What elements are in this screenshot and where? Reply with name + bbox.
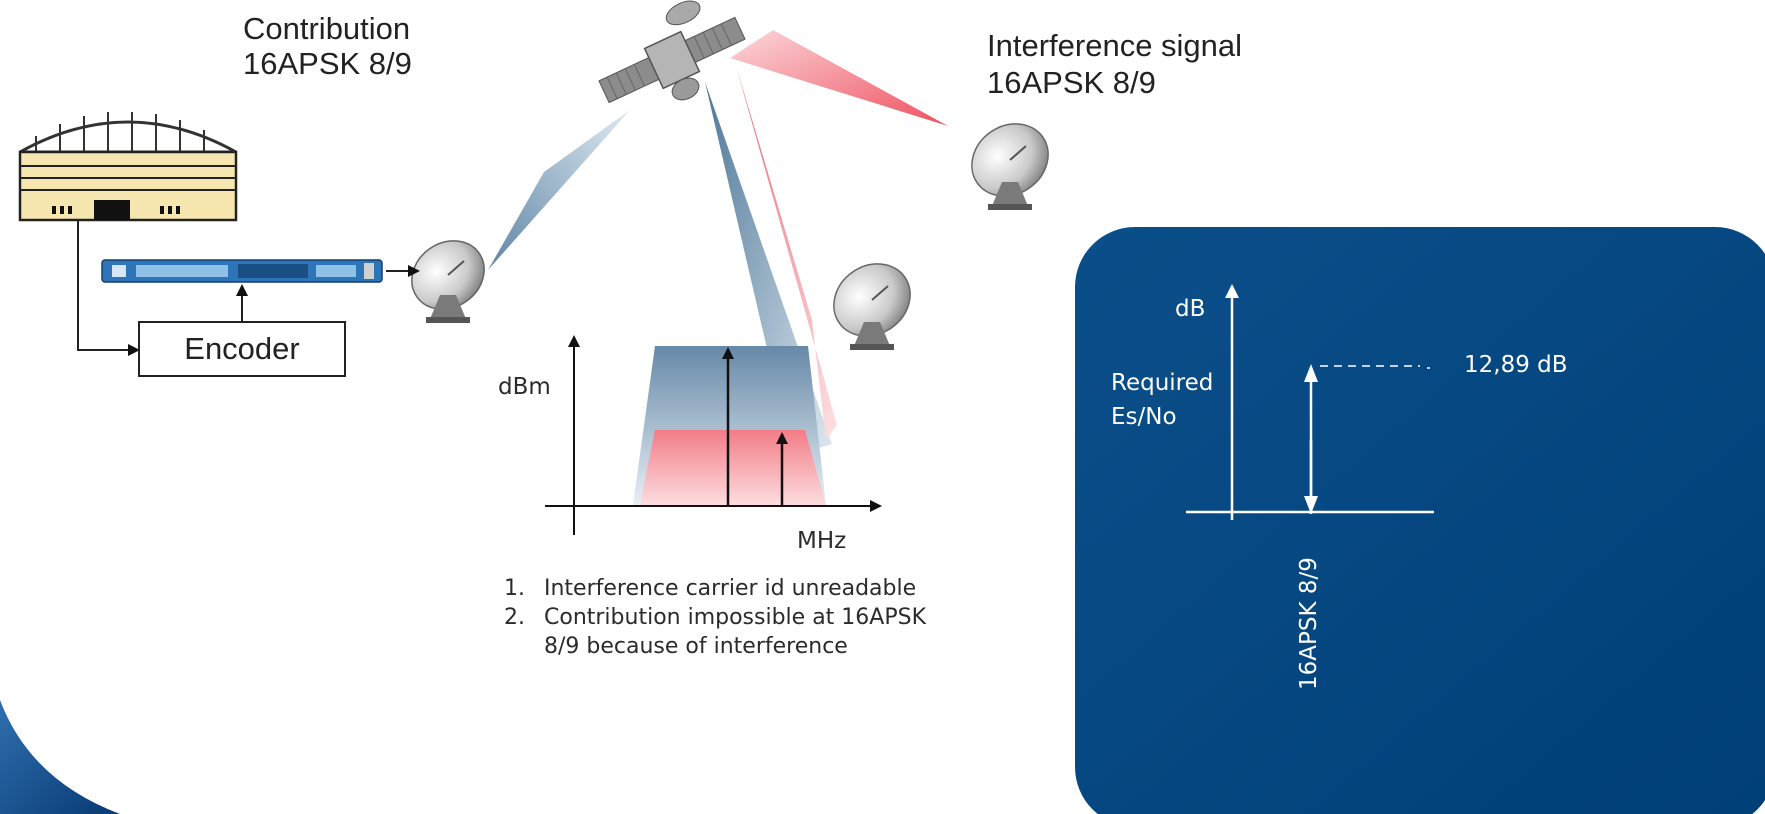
spectrum-y-label: dBm [498, 374, 551, 400]
satellite-icon [598, 0, 746, 104]
interference-downlink-beam [736, 66, 837, 440]
note-text: Contribution impossible at 16APSK 8/9 be… [544, 605, 927, 659]
satellite-dish-icon [411, 240, 485, 323]
esno-y-label: dB [1175, 296, 1206, 322]
interference-spectrum [640, 430, 826, 505]
esno-value: 12,89 dB [1464, 352, 1568, 378]
spectrum-x-label: MHz [797, 528, 847, 554]
esno-panel [1075, 227, 1765, 814]
stadium-icon [18, 112, 238, 222]
satellite-dish-icon [971, 123, 1049, 210]
stadium-to-encoder-line [77, 220, 140, 356]
esno-arrow-down-head [1304, 496, 1318, 514]
encoder-box: Encoder [138, 321, 346, 377]
note-item: 1. Interference carrier id unreadable [504, 574, 944, 603]
esno-label: Es/No [1111, 404, 1177, 430]
interference-modcod: 16APSK 8/9 [987, 65, 1156, 100]
required-label: Required [1111, 370, 1214, 396]
satellite-dish-icon [833, 263, 911, 350]
contribution-modcod: 16APSK 8/9 [243, 46, 412, 81]
corner-decoration [0, 700, 120, 814]
notes-list: 1. Interference carrier id unreadable 2.… [504, 574, 944, 661]
interference-title: Interference signal [987, 28, 1243, 63]
note-item: 2. Contribution impossible at 16APSK 8/9… [504, 603, 944, 661]
note-number: 1. [504, 576, 525, 601]
spectrum-plot [545, 335, 882, 535]
note-number: 2. [504, 605, 525, 630]
modcod-label: 16APSK 8/9 [1296, 557, 1322, 690]
uplink-beam [488, 110, 630, 270]
interference-uplink-beam [730, 30, 948, 126]
encoder-rack-icon [101, 259, 383, 283]
esno-arrow-up-head [1304, 364, 1318, 382]
esno-panel-bg [1075, 227, 1765, 814]
note-text: Interference carrier id unreadable [544, 576, 917, 601]
contribution-title: Contribution [243, 11, 411, 46]
